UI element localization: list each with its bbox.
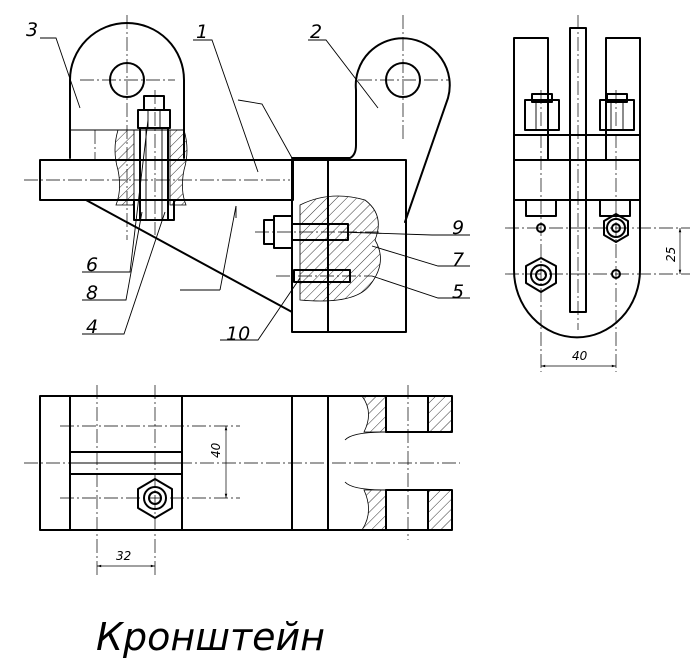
label-part-1: 1: [196, 21, 208, 43]
part-labels: 3 1 2 6 8 4 9 7 5 10: [26, 19, 464, 345]
label-part-7: 7: [452, 249, 464, 271]
dim-plan-height: 40: [209, 442, 223, 458]
lug-right-part-2: [291, 37, 451, 223]
dim-plan-offset: 32: [116, 549, 131, 563]
washer-part-8: [133, 199, 175, 221]
label-part-9: 9: [452, 217, 464, 239]
bolt-end: [143, 95, 165, 111]
label-part-8: 8: [86, 282, 98, 304]
label-part-4: 4: [86, 316, 98, 338]
dim-side-height: 25: [664, 247, 678, 262]
label-part-5: 5: [452, 281, 464, 303]
side-nut-right: [599, 99, 635, 131]
bolt-part-4: [139, 127, 169, 221]
front-view: [24, 15, 451, 333]
label-part-3: 3: [26, 19, 38, 41]
side-view: 25 40: [505, 15, 690, 372]
dim-side-width: 40: [572, 349, 588, 363]
side-view-outline: [513, 37, 641, 339]
label-part-10: 10: [226, 323, 250, 345]
label-part-6: 6: [86, 254, 98, 276]
plan-view: 40 32: [24, 385, 460, 576]
side-nut-left: [524, 99, 560, 131]
label-part-2: 2: [310, 21, 322, 43]
drawing-title: Кронштейн: [96, 615, 325, 659]
side-hex-nut-right: [603, 213, 629, 243]
front-view-leaders: [40, 37, 470, 341]
nut-part-6: [137, 109, 171, 129]
